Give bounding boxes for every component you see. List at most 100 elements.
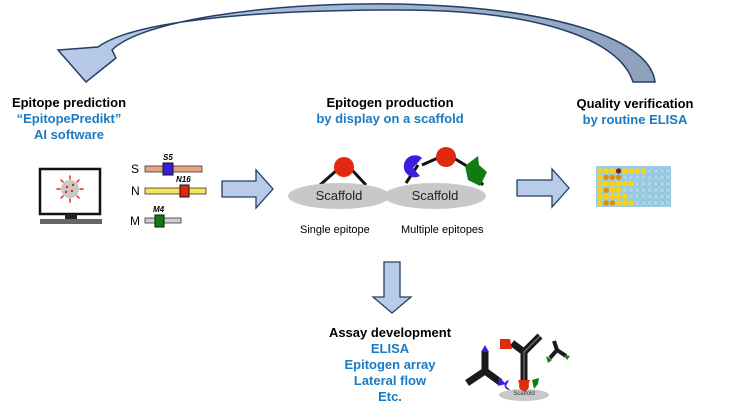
flow-arrow-to-production (221, 168, 274, 210)
plate-well (609, 174, 616, 181)
plate-well (640, 168, 647, 174)
plate-well (665, 200, 672, 206)
plate-well (609, 200, 616, 206)
epitope-red-icon (334, 157, 354, 177)
protein-bar-s (144, 162, 203, 176)
plate-well (634, 187, 641, 194)
plate-well (609, 181, 616, 187)
flow-arrow-to-assay (371, 261, 413, 314)
plate-well (621, 187, 628, 194)
protein-bar-n (144, 184, 207, 198)
plate-well (597, 168, 603, 174)
plate-well (622, 181, 628, 187)
multiple-epitope-scaffold (384, 147, 487, 209)
single-epitope-scaffold (288, 157, 390, 209)
stage-subtitle-prediction-line2: AI software (33, 127, 105, 142)
plate-well (621, 174, 628, 181)
scaffold-label-assay: Scaffold (513, 391, 535, 397)
plate-well (659, 193, 665, 200)
plate-well (615, 200, 622, 206)
caption-multiple-epitopes: Multiple epitopes (401, 224, 484, 236)
plate-well (628, 168, 634, 174)
gene-label-m: M (130, 214, 140, 228)
caption-single-epitope: Single epitope (300, 224, 370, 236)
plate-well (609, 168, 616, 174)
stage-subtitle-prediction-line1: “EpitopePredikt” (16, 111, 122, 126)
epitope-red-icon (436, 147, 456, 167)
plate-well (628, 200, 634, 206)
plate-well (628, 174, 634, 181)
stage-title-verification: Quality verification (576, 96, 694, 111)
gene-label-s: S (131, 162, 140, 176)
epitope-label-m4: M4 (153, 205, 165, 214)
return-arrow (56, 3, 656, 84)
plate-well (603, 174, 609, 181)
plate-well (615, 193, 622, 200)
plate-well (659, 174, 665, 181)
plate-well (622, 193, 628, 200)
plate-well (615, 174, 622, 181)
plate-well (652, 168, 659, 174)
plate-well (615, 187, 622, 193)
assay-item-elisa: ELISA (370, 341, 410, 356)
plate-well (652, 174, 659, 181)
epitope-green-icon (465, 156, 487, 186)
plate-well (665, 180, 672, 187)
plate-well (603, 168, 609, 174)
plate-well (603, 181, 609, 187)
plate-well (646, 174, 653, 181)
plate-well (646, 168, 653, 174)
plate-well (640, 193, 647, 200)
gene-label-n: N (131, 184, 140, 198)
plate-well (622, 168, 628, 174)
scaffold-label-multiple: Scaffold (411, 188, 459, 203)
plate-well (609, 187, 616, 193)
plate-well (646, 200, 653, 206)
flow-arrow-to-verification (516, 167, 570, 209)
plate-well (597, 187, 603, 193)
plate-well (640, 200, 647, 206)
plate-well (665, 174, 672, 181)
stage-title-assay: Assay development (328, 325, 452, 340)
assay-item-lateral-flow: Lateral flow (353, 373, 427, 388)
plate-well (597, 193, 603, 200)
plate-well (640, 174, 647, 181)
plate-well (640, 187, 647, 194)
antibody-illustration (465, 333, 570, 401)
plate-well (634, 180, 641, 187)
plate-well (659, 200, 665, 206)
plate-well (609, 193, 616, 200)
plate-well (603, 200, 609, 206)
plate-well (597, 174, 603, 181)
plate-well (615, 168, 622, 174)
plate-well (659, 187, 665, 194)
plate-well (652, 193, 659, 200)
scaffold-label-single: Scaffold (315, 188, 363, 203)
plate-well (640, 180, 647, 187)
plate-well (665, 168, 672, 174)
plate-well (628, 187, 634, 194)
plate-well (646, 187, 653, 194)
stage-title-prediction: Epitope prediction (11, 95, 127, 110)
protein-bar-m (144, 214, 182, 228)
plate-well (659, 168, 665, 174)
plate-well (634, 174, 641, 181)
plate-well (597, 181, 603, 187)
plate-well (634, 168, 640, 174)
plate-well (597, 200, 603, 206)
plate-well (652, 200, 659, 206)
stage-subtitle-verification: by routine ELISA (582, 112, 688, 127)
plate-well (628, 193, 634, 200)
stage-title-production: Epitogen production (326, 95, 454, 110)
plate-well (622, 200, 628, 206)
plate-well (634, 193, 641, 200)
epitope-blue-icon (403, 155, 422, 178)
plate-well (646, 180, 653, 187)
elisa-plate (596, 166, 672, 207)
stage-subtitle-production: by display on a scaffold (316, 111, 464, 126)
assay-item-epitogen-array: Epitogen array (344, 357, 436, 372)
plate-well (652, 187, 659, 194)
assay-item-etc: Etc. (378, 389, 402, 404)
plate-well (646, 193, 653, 200)
